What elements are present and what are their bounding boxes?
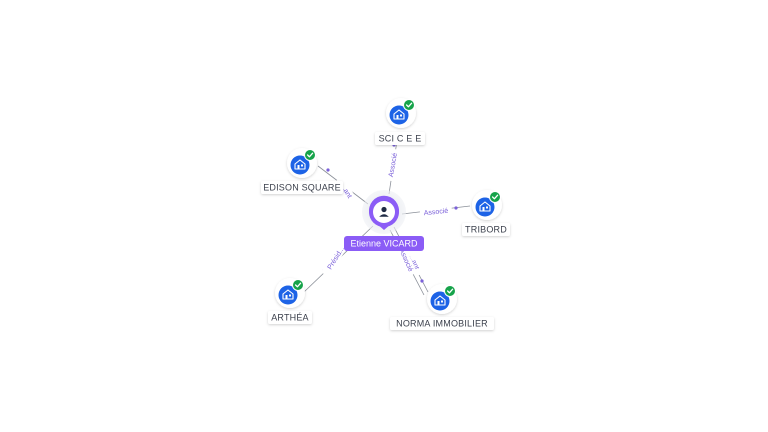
company-icon-bg — [389, 105, 409, 125]
company-label-bg — [390, 317, 494, 330]
edge-label-tribord: Associé — [419, 205, 453, 218]
company-node-sci-c-e-e[interactable]: SCI C E E — [375, 98, 425, 145]
person-label-bg — [344, 236, 424, 251]
company-icon-bg — [475, 197, 495, 217]
company-node-edison-square[interactable]: EDISON SQUARE — [261, 148, 343, 194]
company-icon-bg — [430, 291, 450, 311]
company-label-bg — [261, 181, 343, 194]
company-nodes-layer: SCI C E E EDISON SQUARE TRIBORD ARTHÉA NORMA… — [261, 98, 510, 330]
company-label: TRIBORD — [465, 225, 507, 235]
company-label: NORMA IMMOBILIER — [396, 319, 488, 329]
edge-label-bg — [395, 243, 418, 277]
company-node-arthea[interactable]: ARTHÉA — [268, 278, 312, 324]
company-node-norma-immobilier[interactable]: NORMA IMMOBILIER — [390, 284, 494, 330]
edge-arrow-marker — [454, 206, 458, 210]
company-icon-bg — [290, 155, 310, 175]
company-label-bg — [375, 132, 425, 145]
person-node[interactable]: Etienne VICARD — [344, 190, 424, 251]
edge-label-bg — [404, 247, 425, 277]
edge-arrow-marker — [326, 168, 330, 172]
company-label: SCI C E E — [379, 134, 422, 144]
building-icon — [393, 109, 405, 120]
building-icon — [282, 289, 294, 300]
verified-check-icon — [304, 149, 316, 161]
verified-check-icon — [489, 191, 501, 203]
building-icon — [434, 295, 446, 306]
edge-label-sci-c-e-e: Associé — [385, 148, 400, 182]
company-node-tribord[interactable]: TRIBORD — [462, 190, 510, 236]
verified-check-icon — [292, 279, 304, 291]
verified-check-icon — [444, 285, 456, 297]
company-label: ARTHÉA — [271, 313, 309, 323]
building-icon — [479, 201, 491, 212]
building-icon — [294, 159, 306, 170]
company-label: EDISON SQUARE — [263, 183, 341, 193]
edge-label-bg — [419, 205, 453, 218]
edge-label-text: Associé — [423, 208, 448, 218]
person-icon — [379, 206, 389, 217]
verified-check-icon — [403, 99, 415, 111]
company-label-bg — [462, 223, 510, 236]
company-label-bg — [268, 311, 312, 324]
edge-label-bg — [385, 148, 400, 182]
company-icon-bg — [278, 285, 298, 305]
edge-arrow-marker — [420, 279, 424, 283]
edge-label-bg — [321, 238, 350, 278]
person-name: Etienne VICARD — [350, 239, 418, 249]
edge-label-text: Associé — [388, 152, 399, 177]
